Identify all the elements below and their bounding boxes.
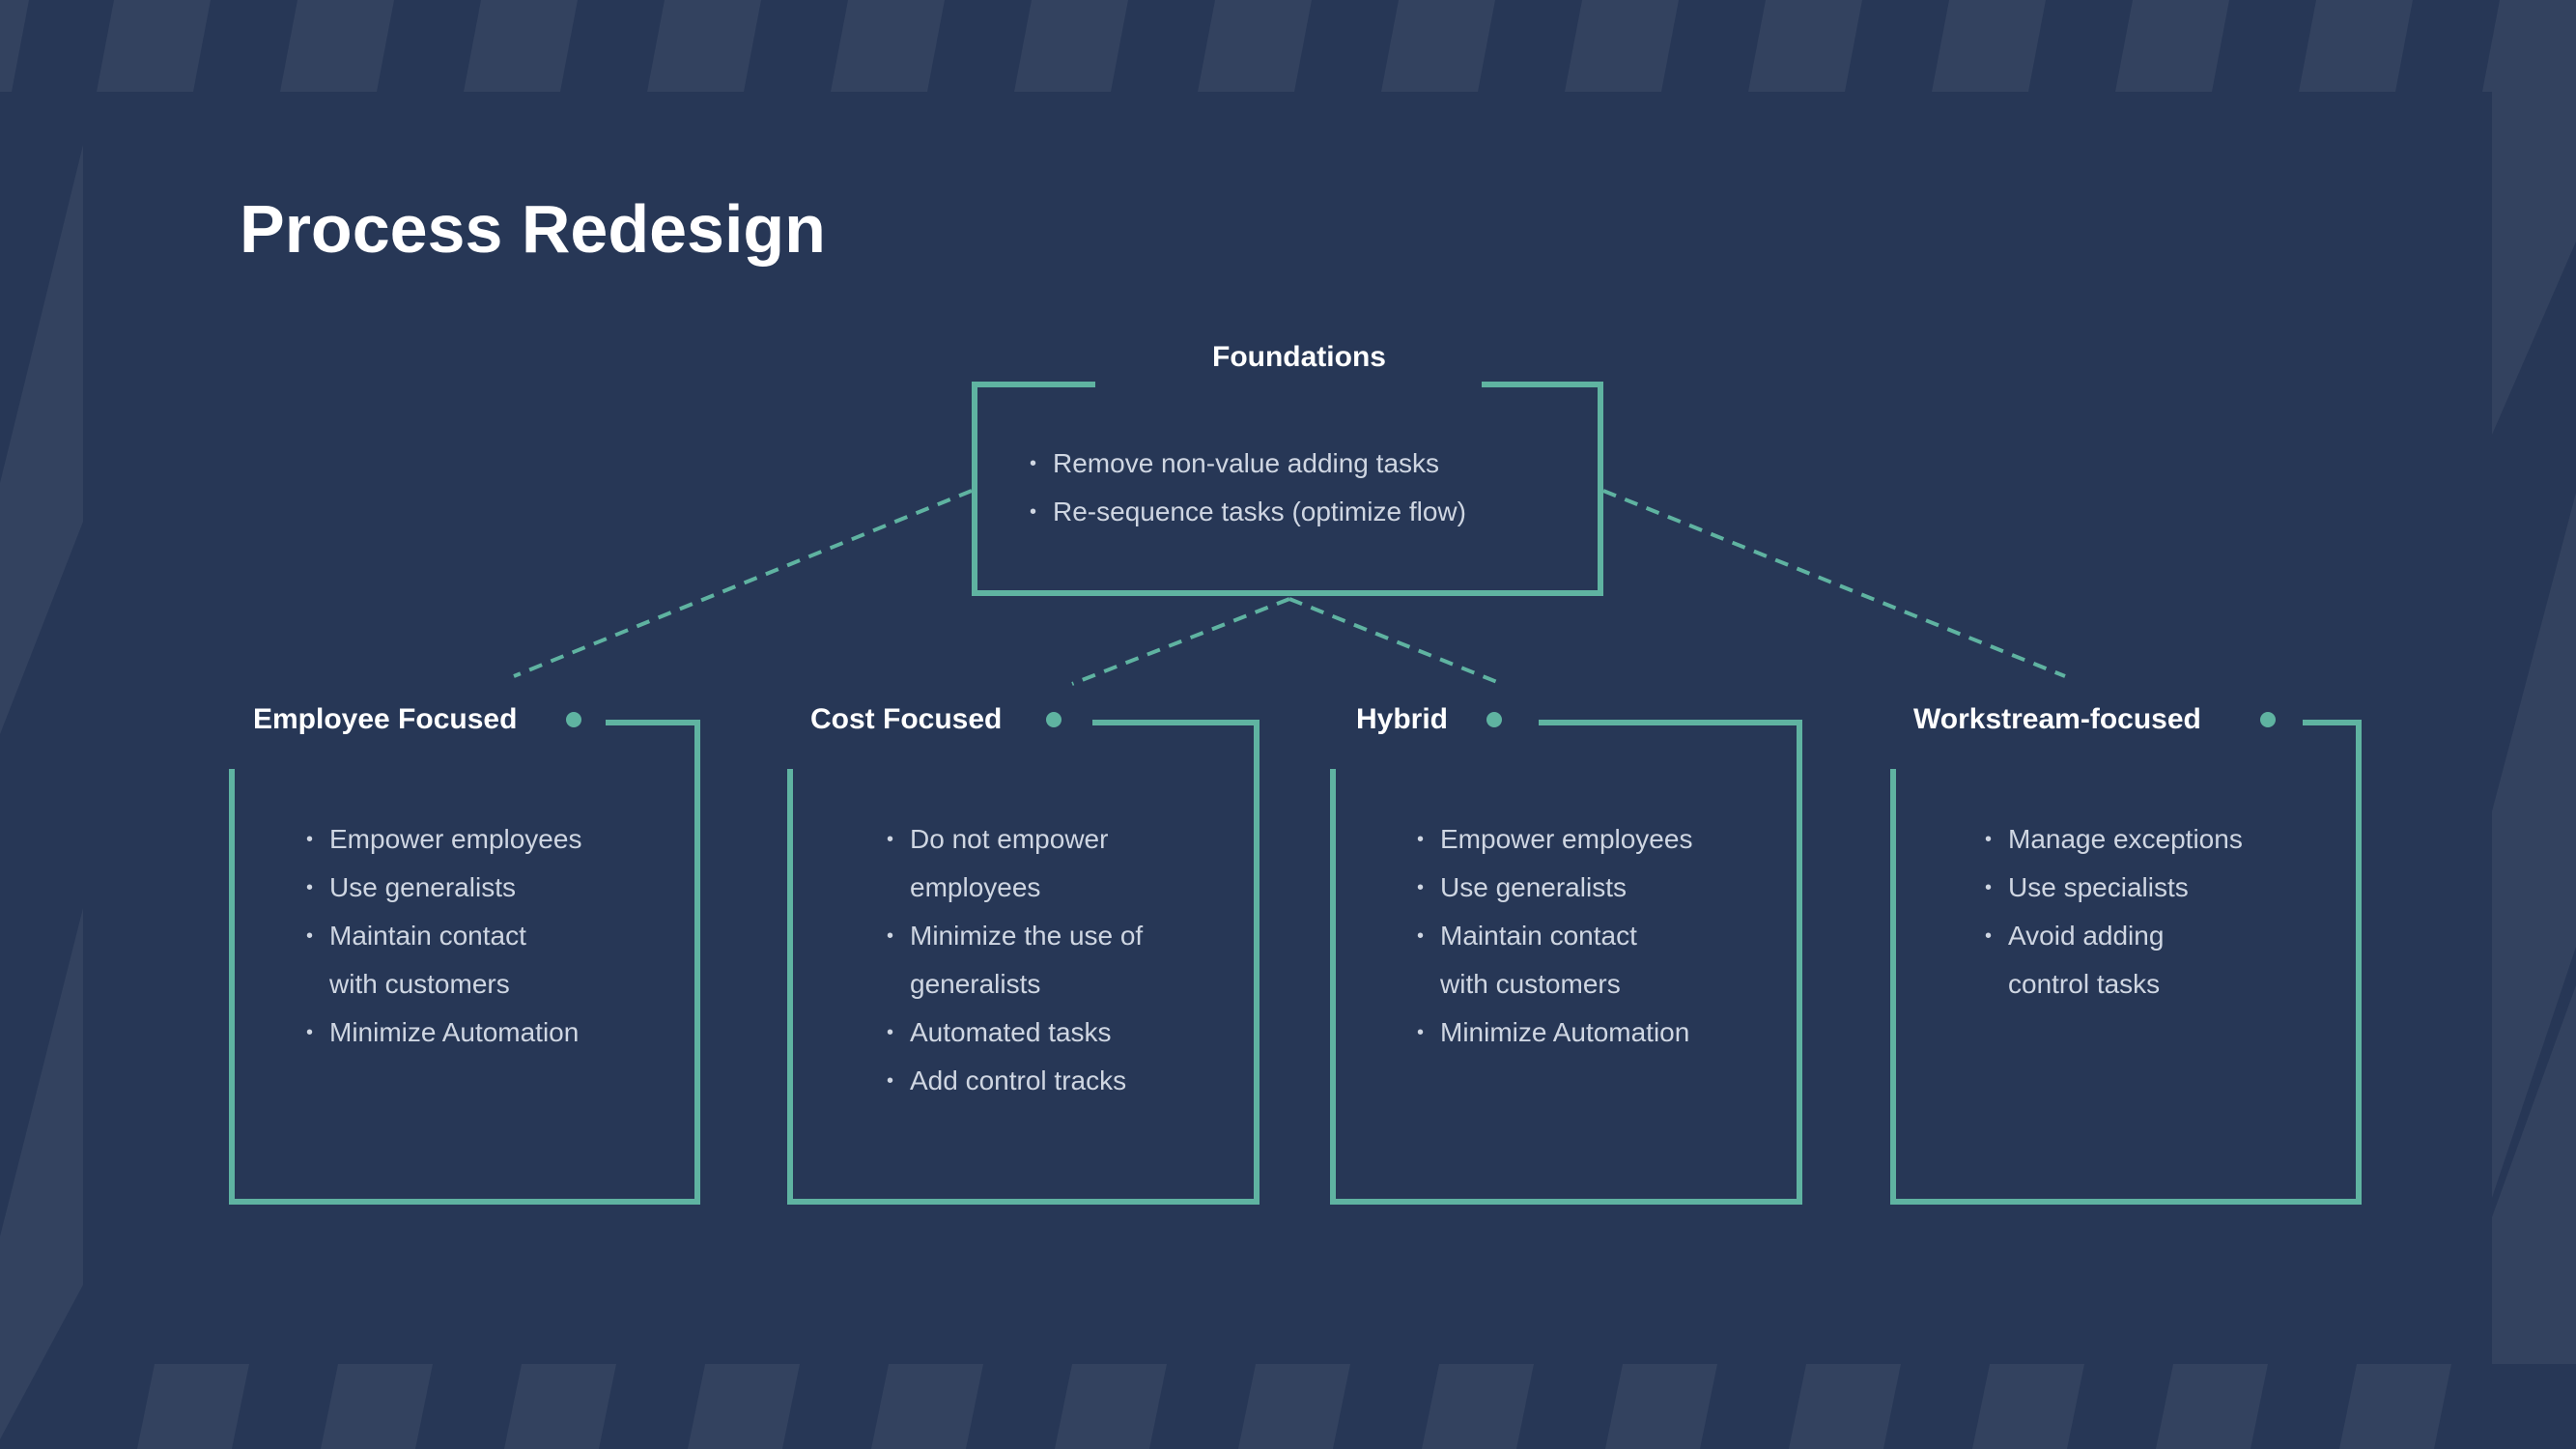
hybrid-bullet-list: Empower employees Use generalists Mainta… xyxy=(1417,815,1707,1057)
hybrid-dot xyxy=(1486,712,1502,727)
list-item: Add control tracks xyxy=(887,1057,1176,1105)
list-item: Automated tasks xyxy=(887,1009,1176,1057)
workstream-focused-box: Workstream-focused Manage exceptions Use… xyxy=(1890,703,2362,1205)
foundations-box: Foundations Remove non-value adding task… xyxy=(972,341,1603,596)
hybrid-box: Hybrid Empower employees Use generalists… xyxy=(1330,703,1802,1205)
cost-focused-title: Cost Focused xyxy=(810,703,1003,735)
list-item: Minimize the use of generalists xyxy=(887,912,1151,1009)
employee-focused-dot xyxy=(566,712,581,727)
list-item: Re-sequence tasks (optimize flow) xyxy=(1030,488,1571,536)
foundations-bullet-list: Remove non-value adding tasks Re-sequenc… xyxy=(1030,440,1571,536)
cost-focused-frame xyxy=(787,720,1260,1205)
workstream-focused-bullet-list: Manage exceptions Use specialists Avoid … xyxy=(1985,815,2275,1009)
connector-workstream xyxy=(1602,489,2066,678)
cost-focused-box: Cost Focused Do not empower employees Mi… xyxy=(787,703,1260,1205)
list-item: Minimize Automation xyxy=(306,1009,596,1057)
workstream-focused-title: Workstream-focused xyxy=(1913,703,2201,735)
list-item: Avoid adding control tasks xyxy=(1985,912,2221,1009)
list-item: Remove non-value adding tasks xyxy=(1030,440,1571,488)
hybrid-frame xyxy=(1330,720,1802,1205)
list-item: Minimize Automation xyxy=(1417,1009,1707,1057)
list-item: Empower employees xyxy=(1417,815,1707,864)
connector-cost xyxy=(1071,597,1290,686)
list-item: Use specialists xyxy=(1985,864,2275,912)
list-item: Maintain contact with customers xyxy=(306,912,571,1009)
employee-focused-title: Employee Focused xyxy=(253,703,518,735)
cost-focused-bullet-list: Do not empower employees Minimize the us… xyxy=(887,815,1176,1105)
cost-focused-dot xyxy=(1046,712,1062,727)
list-item: Do not empower employees xyxy=(887,815,1151,912)
list-item: Manage exceptions xyxy=(1985,815,2275,864)
list-item: Use generalists xyxy=(1417,864,1707,912)
employee-focused-bullet-list: Empower employees Use generalists Mainta… xyxy=(306,815,596,1057)
hybrid-title: Hybrid xyxy=(1356,703,1449,735)
workstream-focused-dot xyxy=(2260,712,2276,727)
list-item: Maintain contact with customers xyxy=(1417,912,1682,1009)
list-item: Use generalists xyxy=(306,864,596,912)
workstream-focused-frame xyxy=(1890,720,2362,1205)
page-title: Process Redesign xyxy=(240,191,826,267)
foundations-frame xyxy=(972,382,1603,596)
connector-hybrid xyxy=(1288,597,1503,686)
foundations-title: Foundations xyxy=(1212,341,1386,373)
employee-focused-box: Employee Focused Empower employees Use g… xyxy=(229,703,700,1205)
list-item: Empower employees xyxy=(306,815,596,864)
employee-focused-frame xyxy=(229,720,700,1205)
connector-employee xyxy=(513,489,973,678)
